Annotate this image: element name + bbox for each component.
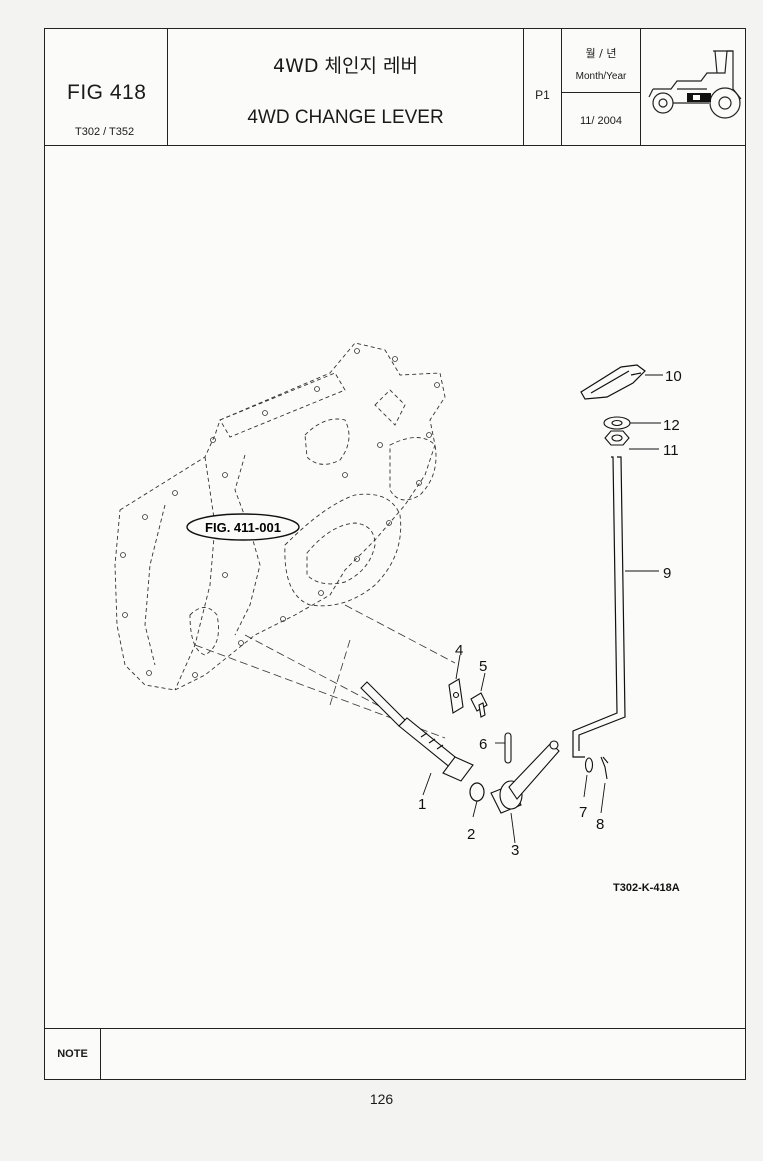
callout-9: 9 bbox=[663, 565, 671, 582]
callout-5: 5 bbox=[479, 658, 487, 675]
callout-8: 8 bbox=[596, 816, 604, 833]
callout-7: 7 bbox=[579, 804, 587, 821]
title-cell: 4WD 체인지 레버 4WD CHANGE LEVER bbox=[168, 29, 524, 145]
assembly-lines bbox=[194, 604, 456, 739]
parts-diagram-svg: FIG. 411-001 bbox=[114, 342, 682, 894]
part-2-o-ring bbox=[469, 782, 485, 802]
fig-number: FIG 418 bbox=[67, 81, 147, 104]
part-7-washer bbox=[584, 757, 594, 773]
title-english: 4WD CHANGE LEVER bbox=[247, 107, 444, 128]
callout-3: 3 bbox=[511, 842, 519, 859]
callout-6: 6 bbox=[479, 736, 487, 753]
tractor-icon bbox=[648, 50, 742, 119]
callout-4: 4 bbox=[455, 642, 463, 659]
month-year-english: Month/Year bbox=[575, 71, 627, 82]
note-label: NOTE bbox=[45, 1029, 101, 1080]
callout-11: 11 bbox=[663, 442, 679, 459]
callout-1: 1 bbox=[418, 796, 426, 813]
reference-label: FIG. 411-001 bbox=[205, 520, 281, 535]
parts-sheet: FIG 418 T302 / T352 4WD 체인지 레버 4WD CHANG… bbox=[44, 28, 746, 1080]
drawing-code: T302-K-418A bbox=[613, 882, 680, 894]
reference-bubble: FIG. 411-001 bbox=[186, 513, 300, 541]
tractor-icon-cell bbox=[641, 29, 747, 145]
part-8-split-pin bbox=[600, 756, 609, 780]
case-bolt-holes bbox=[120, 348, 440, 678]
month-year-korean: 월 / 년 bbox=[585, 47, 617, 60]
callout-leaders bbox=[422, 374, 663, 844]
month-year-header: 월 / 년 Month/Year bbox=[562, 29, 640, 93]
issue-date: 11/ 2004 bbox=[579, 115, 622, 127]
part-3-lever-arm bbox=[490, 740, 560, 814]
part-4-bracket bbox=[448, 678, 464, 714]
part-10-knob bbox=[580, 364, 646, 400]
exploded-diagram: FIG. 411-001 bbox=[45, 145, 745, 1028]
title-korean: 4WD 체인지 레버 bbox=[273, 55, 418, 77]
month-year-cell: 월 / 년 Month/Year 11/ 2004 bbox=[562, 29, 641, 145]
part-1-shift-shaft bbox=[360, 681, 474, 782]
part-12-washer bbox=[603, 416, 631, 430]
part-11-nut bbox=[604, 430, 630, 446]
page-code-cell: P1 bbox=[524, 29, 562, 145]
transmission-case bbox=[114, 342, 446, 691]
header-block: FIG 418 T302 / T352 4WD 체인지 레버 4WD CHANG… bbox=[45, 29, 745, 146]
callout-2: 2 bbox=[467, 826, 475, 843]
part-6-pin bbox=[504, 732, 512, 764]
callout-12: 12 bbox=[663, 417, 680, 434]
fig-cell: FIG 418 T302 / T352 bbox=[45, 29, 168, 145]
part-9-rod bbox=[572, 456, 626, 758]
callout-numbers: 1 2 3 4 5 6 7 8 9 10 11 12 bbox=[418, 368, 682, 859]
page-code: P1 bbox=[535, 88, 550, 102]
part-5-bolt bbox=[470, 692, 488, 718]
callout-10: 10 bbox=[665, 368, 682, 385]
page-number: 126 bbox=[369, 1091, 394, 1107]
model-numbers: T302 / T352 bbox=[75, 126, 135, 138]
note-row: NOTE bbox=[45, 1028, 745, 1080]
